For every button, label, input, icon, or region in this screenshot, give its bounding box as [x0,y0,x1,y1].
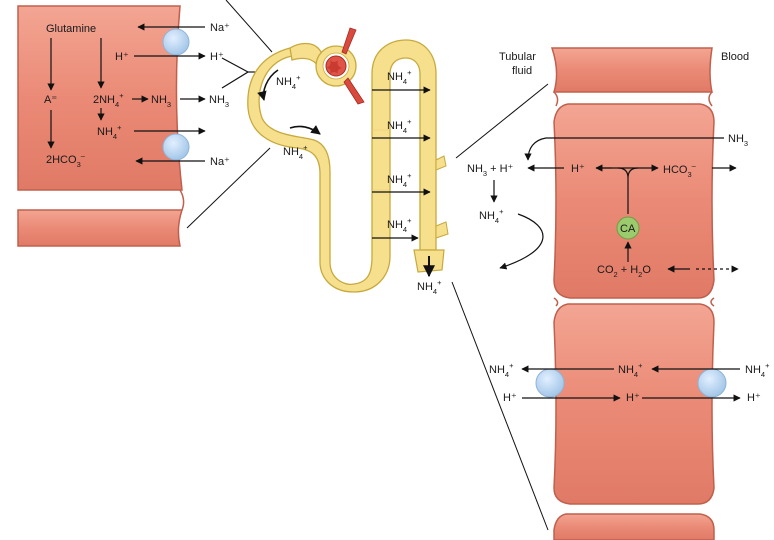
label-nh4-ascending-2: NH4+ [387,117,412,135]
right-upper-arrows [490,137,739,273]
label-na-top: Na⁺ [210,22,230,34]
label-nh4-ascending-4: NH4+ [387,216,412,234]
label-nh4-ascending-3: NH4+ [387,171,412,189]
label-nh4-lower-left: NH4+ [489,361,514,379]
label-2hco3: 2HCO3– [46,151,86,169]
label-h-in: H⁺ [115,51,129,63]
carbonic-anhydrase [616,216,640,240]
label-nh4-lower-mid: NH4+ [618,361,643,379]
label-h-lower-mid: H⁺ [626,392,640,404]
label-a-ion: A⁼ [44,94,57,106]
label-nh4-lower-right: NH4+ [745,361,770,379]
label-glutamine: Glutamine [46,23,96,35]
label-nh3-blood: NH3 [728,133,748,148]
label-co2-h2o: CO2 + H2O [597,264,651,279]
label-nh4-loop-bottom: NH4+ [283,143,308,161]
label-h-lower-left: H⁺ [503,392,517,404]
label-h-lower-right: H⁺ [747,392,761,404]
right-transporter-left [535,368,565,398]
label-nh4-loop-top: NH4+ [276,73,301,91]
label-nh4-excreted: NH4+ [417,278,442,296]
zoom-guide-left [186,0,273,229]
left-tubule-cell [17,5,185,247]
right-lower-cells [553,297,715,540]
label-nh4-low: NH4+ [97,123,122,141]
nephron-tubule [247,39,449,293]
label-2nh4: 2NH4+ [93,91,124,109]
right-lower-arrows [521,365,741,402]
right-transporter-right [697,368,727,398]
label-nh3-plus-h: NH3 + H⁺ [467,163,514,178]
label-hco3-cell: HCO3– [663,161,697,179]
label-tubular-fluid-2: fluid [512,65,532,77]
label-tubular-fluid-1: Tubular [499,51,536,63]
left-cell-arrows [47,23,260,165]
zoom-guide-right [451,83,549,531]
glomerulus [315,27,365,105]
left-transporter-top [162,28,190,56]
label-enzyme-ca: CA [620,223,636,235]
label-h-cell: H⁺ [571,163,585,175]
label-nh4-lumen: NH4+ [479,207,504,225]
nephron-arrows [257,69,435,278]
label-na-bottom: Na⁺ [210,156,230,168]
label-nh3-out: NH3 [209,94,229,109]
label-nh3-mid: NH3 [151,94,171,109]
label-blood: Blood [721,51,749,63]
right-upper-cells [550,47,715,299]
left-transporter-bottom [162,133,190,161]
label-nh4-ascending-1: NH4+ [387,68,412,86]
label-h-out: H⁺ [210,51,224,63]
